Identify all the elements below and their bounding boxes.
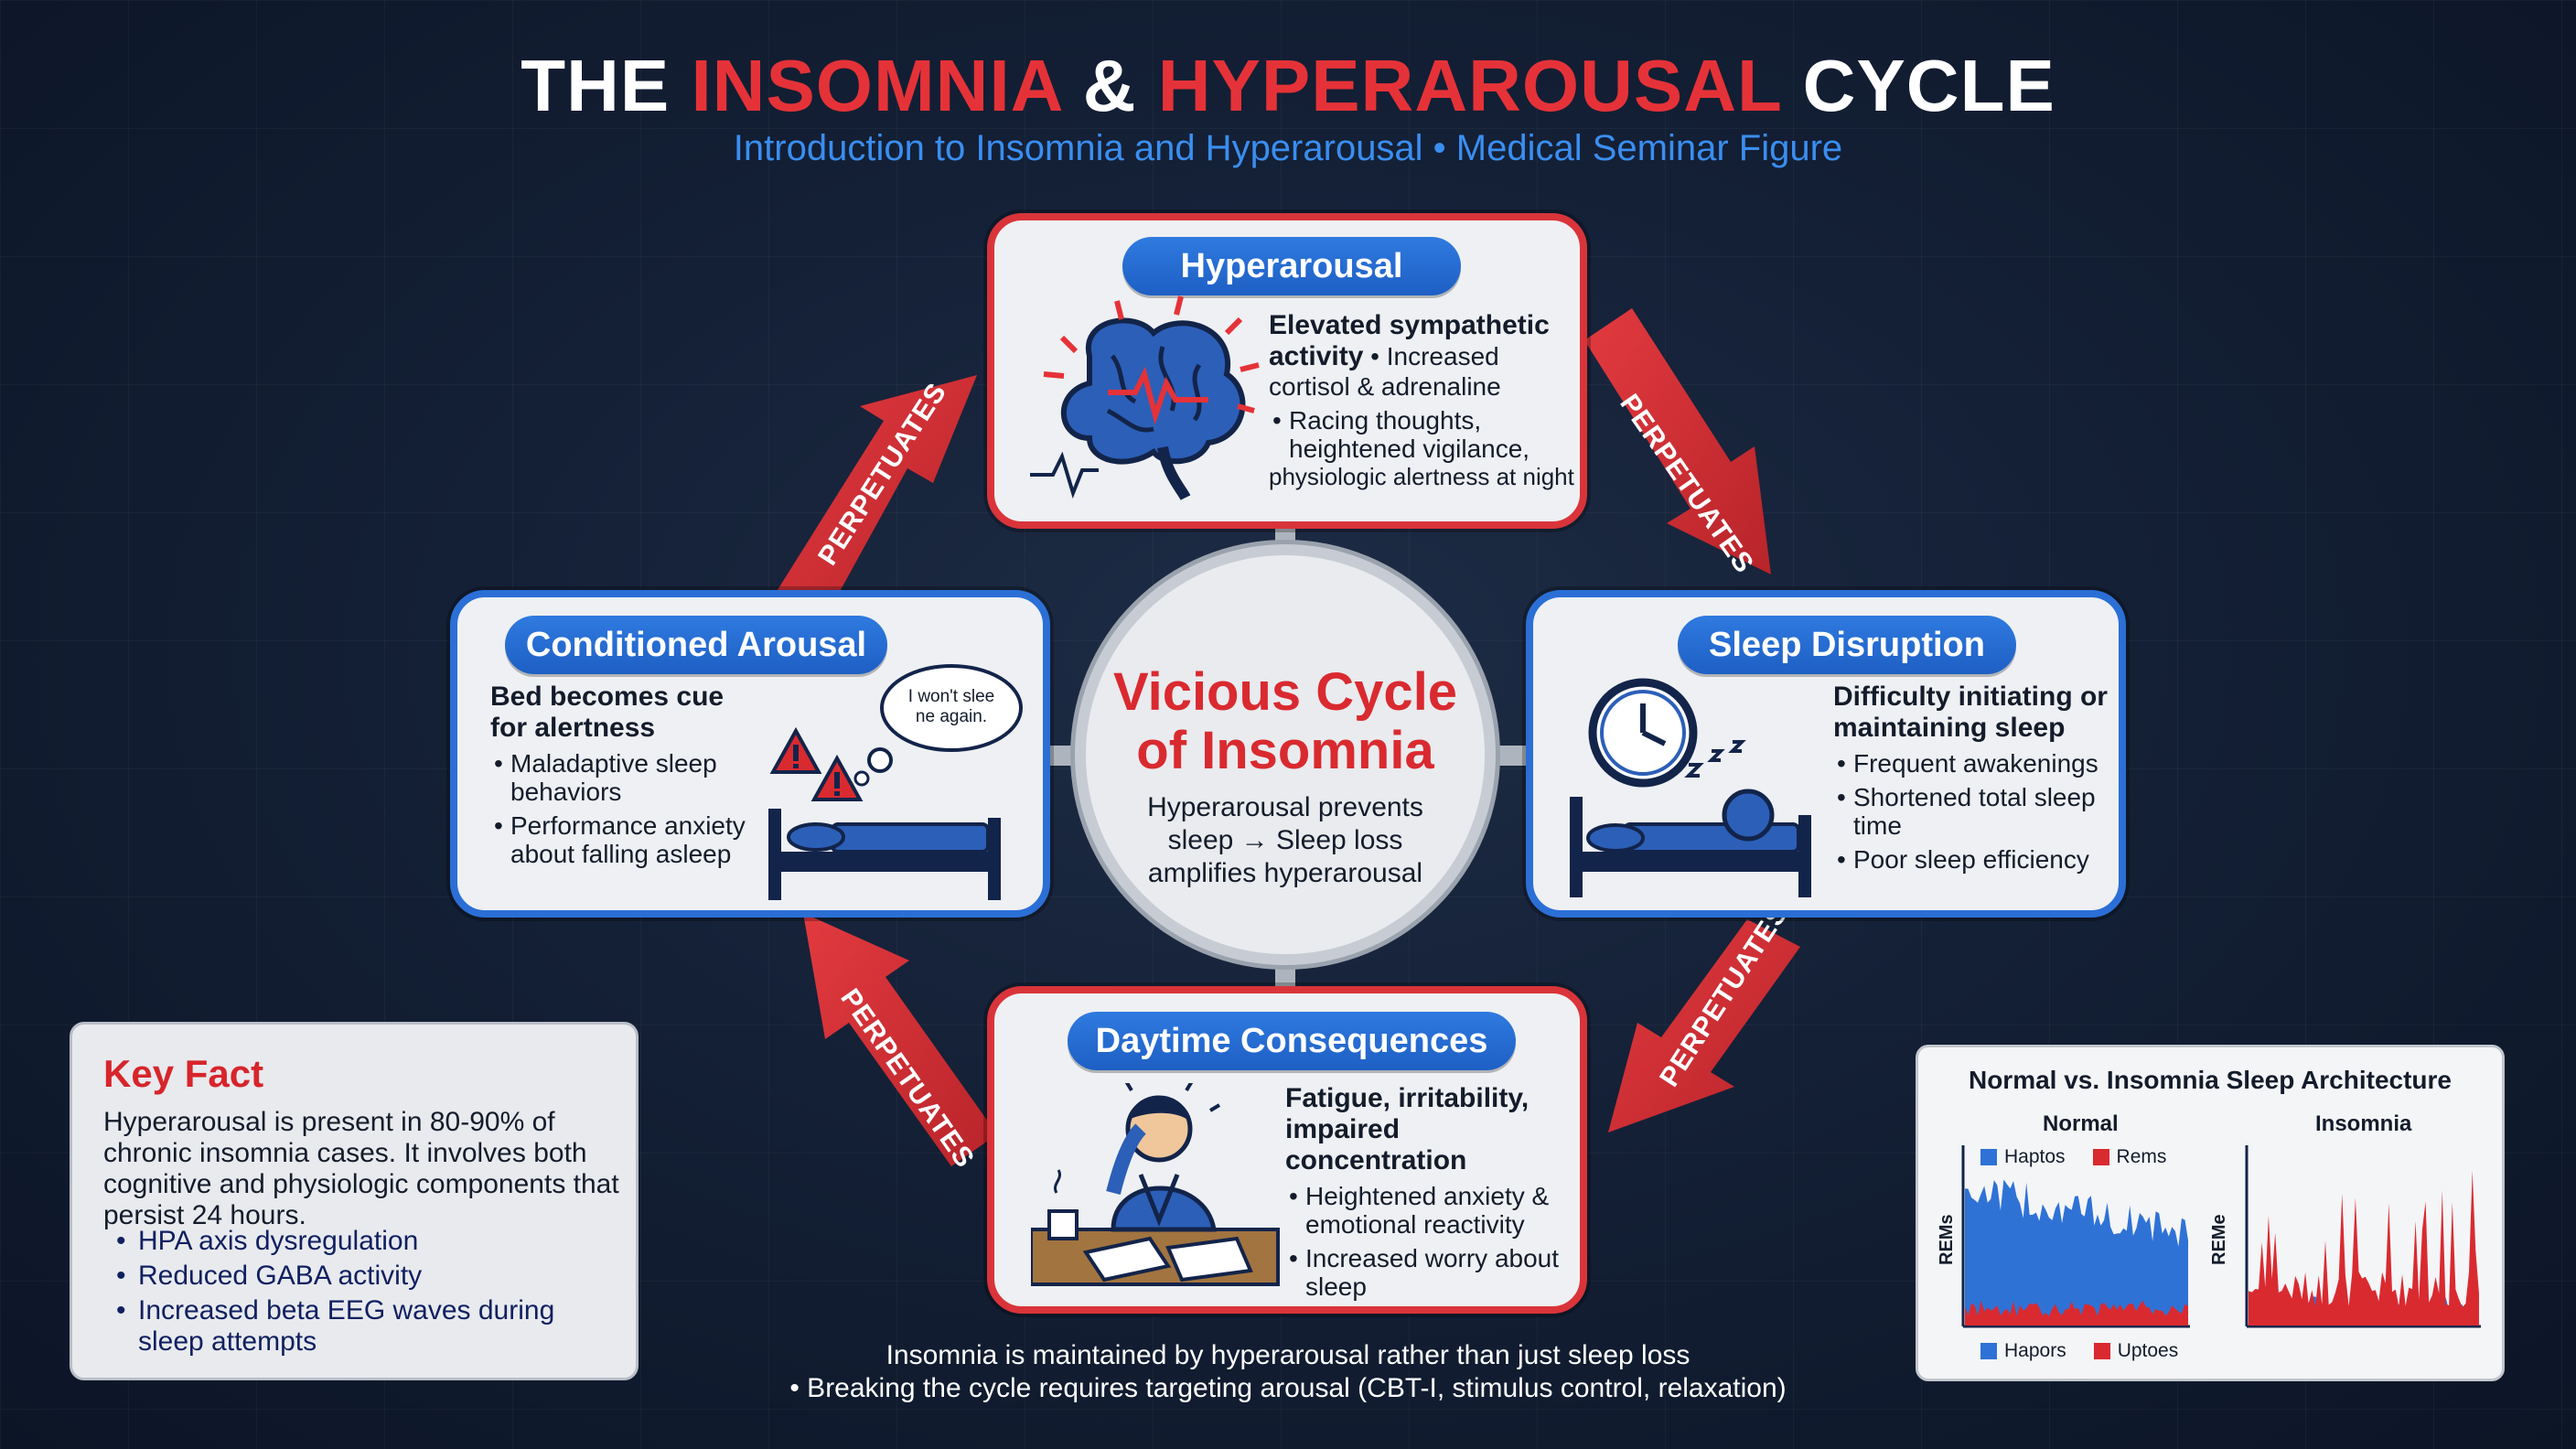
key-fact-title: Key Fact: [103, 1052, 264, 1095]
connector-right: [1491, 746, 1532, 766]
legend-bottom-blue: Hapors: [2004, 1340, 2066, 1361]
card-daytime-consequences-title: Daytime Consequences: [1068, 1012, 1516, 1070]
card-hyperarousal-title: Hyperarousal: [1122, 237, 1461, 295]
card-hyperarousal: Hyperarousal Elevated sympathetic activi…: [987, 213, 1587, 529]
sleep-architecture-plots: [1961, 1145, 2481, 1328]
card-sleep-disruption-bullet: Poor sleep efficiency: [1833, 845, 2121, 874]
thought-bubble-line: ne again.: [915, 707, 988, 726]
legend-swatch-red: [2093, 1343, 2110, 1359]
normal-blue-area: [1965, 1179, 2188, 1326]
card-conditioned-arousal-text: Bed becomes cue for alertness Maladaptiv…: [490, 682, 765, 868]
card-daytime-consequences-bullet: Increased worry about sleep: [1285, 1244, 1583, 1301]
legend-bottom: Hapors Uptoes: [1980, 1340, 2178, 1362]
card-sleep-disruption-bullet: Shortened total sleep time: [1833, 783, 2121, 840]
card-conditioned-arousal-bullet: Performance anxiety about falling asleep: [490, 811, 765, 868]
insomnia-red-area: [2249, 1170, 2479, 1326]
legend-swatch-blue: [1980, 1343, 1997, 1359]
clock-bed-icon: [1570, 678, 1811, 897]
card-sleep-disruption: Sleep Disruption Difficulty initiating o…: [1526, 590, 2126, 918]
card-sleep-disruption-title: Sleep Disruption: [1678, 616, 2016, 674]
normal-label: Normal: [2043, 1111, 2119, 1136]
legend-swatch-blue: [1980, 1149, 1997, 1165]
legend-bottom-red: Uptoes: [2117, 1340, 2179, 1361]
arrow-top-left: [776, 375, 977, 615]
sleep-architecture-title: Normal vs. Insomnia Sleep Architecture: [1968, 1066, 2453, 1094]
card-hyperarousal-bullet: Racing thoughts, heightened vigilance,: [1269, 406, 1580, 463]
page-subtitle: Introduction to Insomnia and Hyperarousa…: [733, 128, 1843, 168]
card-hyperarousal-bullet-cont: physiologic alertness at night: [1269, 463, 1574, 490]
card-hyperarousal-heading: Elevated sympathetic activity: [1269, 310, 1550, 371]
bed-warning-icon: [768, 664, 1023, 900]
center-title: Vicious Cycle of Insomnia: [1086, 663, 1485, 780]
arrow-bottom-right: [1608, 919, 1800, 1132]
card-daytime-consequences-text: Fatigue, irritability, impaired concentr…: [1285, 1083, 1583, 1301]
card-sleep-disruption-bullet: Frequent awakenings: [1833, 749, 2121, 778]
legend-swatch-red: [2092, 1149, 2109, 1165]
card-daytime-consequences-bullet: Heightened anxiety & emotional reactivit…: [1285, 1182, 1583, 1239]
card-conditioned-arousal-heading: Bed becomes cue for alertness: [490, 682, 724, 743]
brain-icon: [1030, 295, 1260, 500]
card-daytime-consequences: Daytime Consequences Fatigue, irritabili…: [987, 986, 1587, 1314]
key-fact-box: Key Fact Hyperarousal is present in 80-9…: [70, 1022, 639, 1380]
center-title-line: of Insomnia: [1136, 721, 1434, 780]
arrow-bottom-left: [803, 913, 997, 1166]
card-hyperarousal-heading-tail: • Increased cortisol & adrenaline: [1269, 342, 1501, 401]
footer-note: Insomnia is maintained by hyperarousal r…: [0, 1339, 2576, 1405]
card-sleep-disruption-text: Difficulty initiating or maintaining sle…: [1833, 682, 2121, 874]
center-vicious-cycle: Vicious Cycle of Insomnia Hyperarousal p…: [1075, 544, 1496, 965]
arrow-label-bottom-right: PERPETUATES: [1654, 899, 1794, 1092]
arrow-top-right: [1584, 308, 1771, 574]
center-description: Hyperarousal prevents sleep → Sleep loss…: [1147, 792, 1423, 888]
connector-bottom: [1275, 961, 1295, 988]
key-fact-bullet: Increased beta EEG waves during sleep at…: [114, 1295, 627, 1358]
normal-red-area: [1965, 1300, 2188, 1326]
card-conditioned-arousal-bullet: Maladaptive sleep behaviors: [490, 749, 765, 806]
sleep-architecture-panel: Normal vs. Insomnia Sleep Architecture N…: [1916, 1045, 2505, 1381]
key-fact-bullet: HPA axis dysregulation: [114, 1226, 627, 1257]
legend-top-red: Rems: [2116, 1146, 2167, 1167]
card-hyperarousal-text: Elevated sympathetic activity • Increase…: [1269, 310, 1580, 491]
key-fact-bullet: Reduced GABA activity: [114, 1261, 627, 1292]
legend-top: Haptos Rems: [1980, 1146, 2166, 1168]
footer-line: • Breaking the cycle requires targeting …: [789, 1373, 1787, 1403]
insomnia-label: Insomnia: [2315, 1111, 2412, 1136]
legend-top-blue: Haptos: [2004, 1146, 2066, 1167]
card-sleep-disruption-heading: Difficulty initiating or maintaining sle…: [1833, 682, 2108, 743]
footer-line: Insomnia is maintained by hyperarousal r…: [886, 1340, 1690, 1370]
key-fact-text: Hyperarousal is present in 80-90% of chr…: [103, 1107, 619, 1230]
card-daytime-consequences-heading: Fatigue, irritability, impaired concentr…: [1285, 1083, 1530, 1175]
thought-bubble-text: I won't slee ne again.: [893, 687, 1010, 727]
card-conditioned-arousal-title: Conditioned Arousal: [505, 616, 887, 674]
key-fact-list: HPA axis dysregulation Reduced GABA acti…: [114, 1222, 627, 1358]
thought-bubble-line: I won't slee: [907, 687, 995, 706]
tired-person-icon: [1031, 1083, 1280, 1286]
connector-left: [1043, 746, 1079, 766]
card-conditioned-arousal: Conditioned Arousal Bed becomes cue for …: [450, 590, 1050, 918]
center-title-line: Vicious Cycle: [1112, 662, 1458, 722]
page-title: THE INSOMNIA & HYPERAROUSAL CYCLE: [521, 45, 2055, 126]
